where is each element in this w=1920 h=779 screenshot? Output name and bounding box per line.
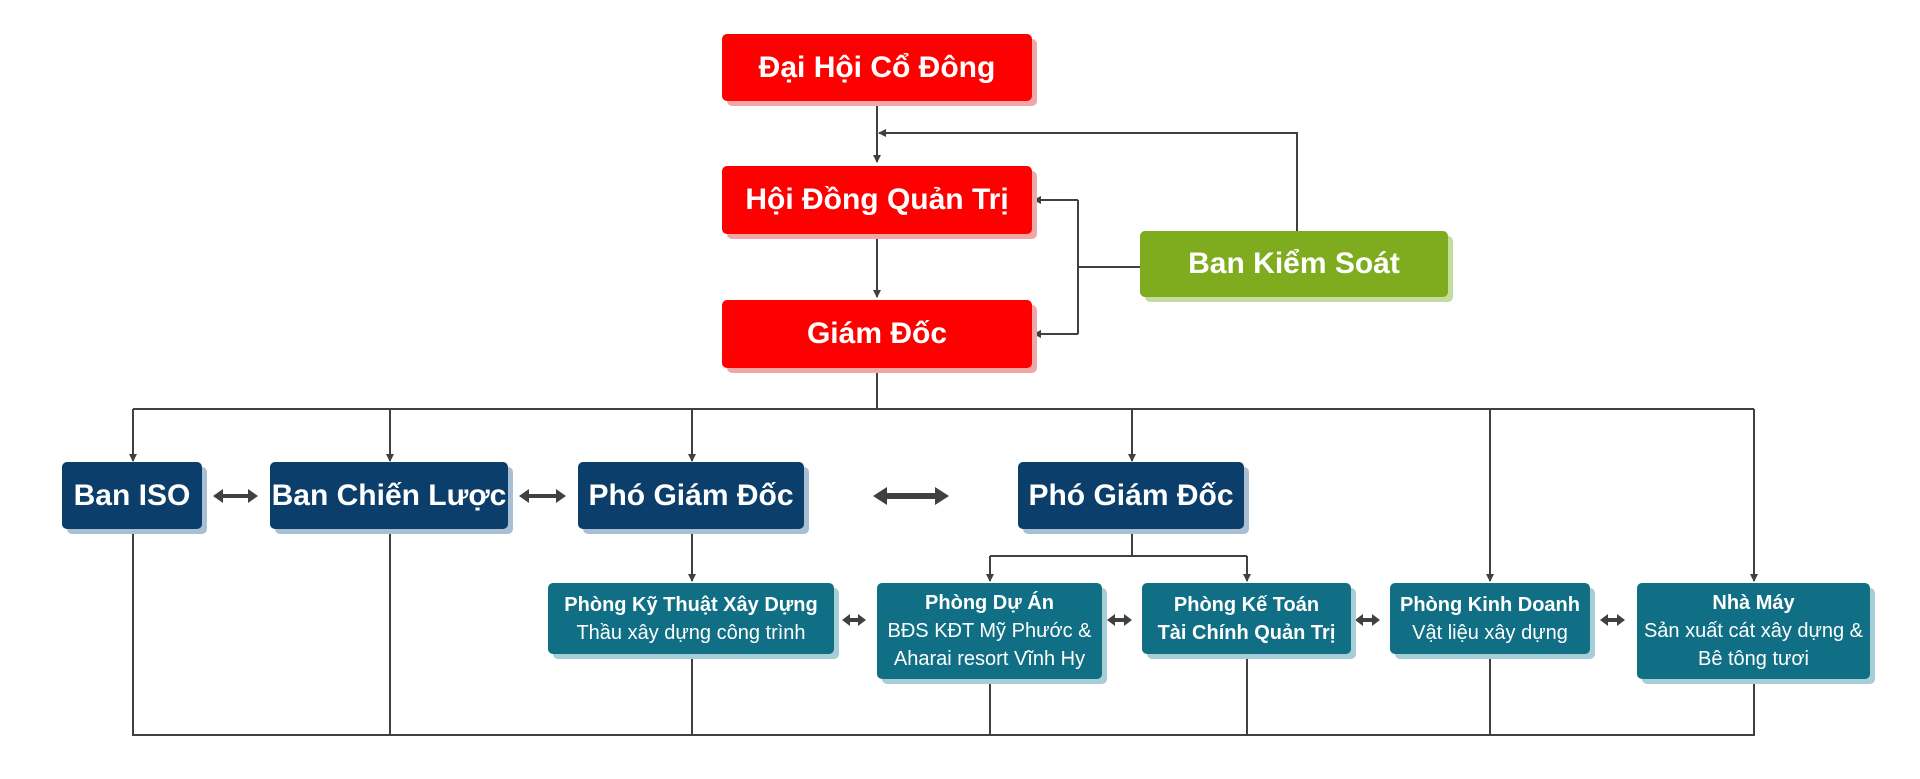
projects-dept-desc-2: Aharai resort Vĩnh Hy (893, 648, 1086, 670)
deputy-director-1-box: Phó Giám Đốc (578, 462, 804, 529)
factory-desc-1: Sản xuất cát xây dựng & (1643, 620, 1864, 642)
sales-dept-title: Phòng Kinh Doanh (1400, 593, 1580, 616)
technical-dept-title: Phòng Kỹ Thuật Xây Dựng (564, 593, 818, 616)
iso-box: Ban ISO (62, 462, 202, 529)
double-arrow-deputies (873, 487, 949, 505)
projects-dept-box: Phòng Dự Án BĐS KĐT Mỹ Phước & Aharai re… (877, 583, 1102, 679)
technical-dept-desc: Thầu xây dựng công trình (576, 621, 806, 644)
factory-desc-2: Bê tông tươi (1697, 648, 1809, 670)
sales-dept-desc: Vật liệu xây dựng (1412, 621, 1568, 644)
director-box: Giám Đốc (722, 300, 1032, 368)
deputy-director-2-box: Phó Giám Đốc (1018, 462, 1244, 529)
projects-dept-title: Phòng Dự Án (925, 592, 1054, 614)
shareholders-label: Đại Hội Cổ Đông (758, 50, 996, 84)
accounting-dept-title: Phòng Kế Toán (1173, 593, 1320, 616)
double-arrow-technical-projects (842, 614, 866, 626)
board-box: Hội Đồng Quản Trị (722, 166, 1032, 234)
shareholders-box: Đại Hội Cổ Đông (722, 34, 1032, 101)
board-label: Hội Đồng Quản Trị (745, 183, 1009, 216)
strategy-box: Ban Chiến Lược (270, 462, 508, 529)
double-arrow-accounting-sales (1355, 614, 1380, 626)
technical-dept-box: Phòng Kỹ Thuật Xây Dựng Thầu xây dựng cô… (548, 583, 834, 654)
deputy-director-1-label: Phó Giám Đốc (588, 478, 794, 512)
sales-dept-box: Phòng Kinh Doanh Vật liệu xây dựng (1390, 583, 1590, 654)
double-arrow-iso-strategy (213, 489, 258, 503)
double-arrow-sales-factory (1600, 614, 1625, 626)
double-arrow-strategy-deputy (519, 489, 566, 503)
supervisory-label: Ban Kiểm Soát (1188, 247, 1400, 280)
double-arrow-projects-accounting (1107, 614, 1132, 626)
deputy-director-2-label: Phó Giám Đốc (1028, 478, 1234, 512)
supervisory-box: Ban Kiểm Soát (1140, 231, 1448, 297)
accounting-dept-desc: Tài Chính Quản Trị (1157, 621, 1336, 644)
accounting-dept-box: Phòng Kế Toán Tài Chính Quản Trị (1142, 583, 1351, 654)
projects-dept-desc-1: BĐS KĐT Mỹ Phước & (887, 620, 1092, 642)
iso-label: Ban ISO (73, 478, 191, 512)
strategy-label: Ban Chiến Lược (271, 478, 507, 512)
factory-box: Nhà Máy Sản xuất cát xây dựng & Bê tông … (1637, 583, 1870, 679)
factory-title: Nhà Máy (1712, 592, 1795, 614)
director-label: Giám Đốc (806, 317, 948, 350)
